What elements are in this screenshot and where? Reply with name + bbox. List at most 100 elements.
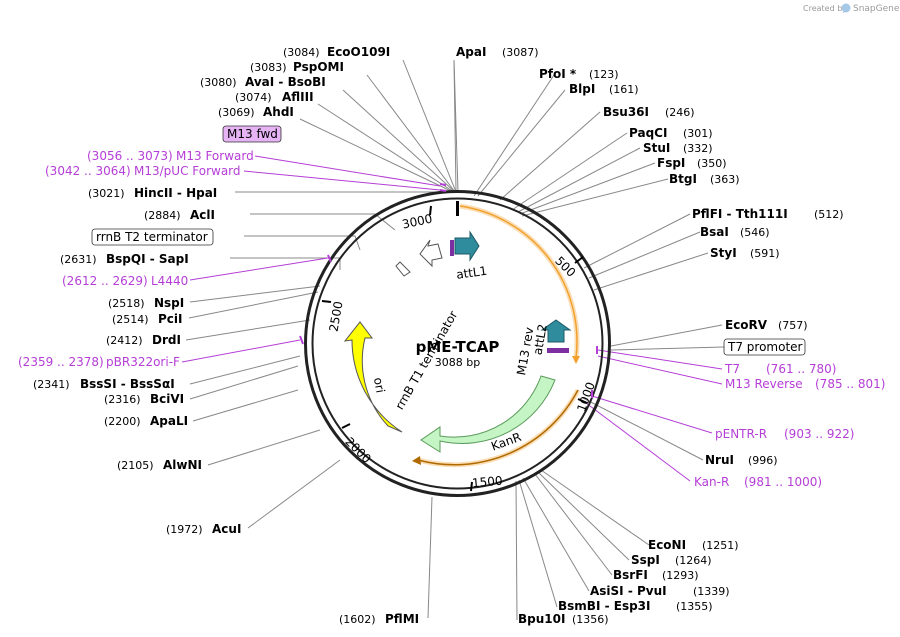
site-pos: (3069): [218, 106, 255, 119]
leader-lines: [185, 59, 725, 621]
site-pos: (546): [740, 226, 770, 239]
site-name: ApaI: [456, 45, 486, 59]
site-name: BspQI - SapI: [106, 252, 189, 266]
kanr-arrow: [420, 375, 556, 453]
site-name: NruI: [705, 453, 734, 467]
site-name: EcoNI: [648, 538, 686, 552]
site-pos: (1339): [693, 585, 730, 598]
tick-label-2000: 2000: [342, 435, 373, 466]
primer-name: T7: [724, 362, 740, 376]
site-pos: (2514): [112, 313, 149, 326]
site-name: AflIII: [282, 90, 314, 104]
attl1-primer-mark: [450, 240, 454, 256]
site-pos: (3021): [88, 187, 125, 200]
site-pos: (3083): [250, 61, 287, 74]
site-pos: (2412): [106, 334, 143, 347]
site-pos: (1293): [662, 569, 699, 582]
primer-name: M13 Reverse: [725, 377, 803, 391]
primer-range: (3056 .. 3073): [87, 149, 173, 163]
backbone-inner: [311, 197, 604, 490]
site-name: AcuI: [212, 522, 241, 536]
site-name: BtgI: [669, 172, 697, 186]
ticks: [321, 205, 588, 492]
site-pos: (123): [589, 68, 619, 81]
t7-promoter-box: [723, 338, 806, 356]
created-by-text: Created by: [803, 4, 847, 13]
site-pos: (246): [665, 106, 695, 119]
primer-range: (903 .. 922): [784, 427, 854, 441]
site-name: BsaI: [700, 225, 729, 239]
site-pos: (3087): [502, 46, 539, 59]
orf-arc-bottom-line: [417, 389, 579, 466]
site-name: EcoRV: [725, 318, 768, 332]
snapgene-logo-icon: [841, 3, 851, 13]
site-name: AclI: [190, 208, 215, 222]
site-pos: (2316): [104, 393, 141, 406]
t7-promoter-label: T7 promoter: [727, 340, 803, 354]
plasmid-length: 3088 bp: [435, 356, 480, 369]
primer-range: (981 .. 1000): [744, 475, 822, 489]
site-pos: (2518): [108, 297, 145, 310]
site-name: DrdI: [152, 333, 181, 347]
site-name: Bpu10I: [518, 612, 565, 626]
site-name: PflMI: [385, 612, 419, 626]
tick-label-1500: 1500: [471, 474, 503, 491]
ori-label: ori: [371, 376, 387, 394]
tick-label-3000: 3000: [401, 212, 434, 232]
m13-fwd-box: [222, 125, 282, 143]
primer-name: M13 Forward: [176, 149, 254, 163]
site-name: BlpI: [569, 82, 595, 96]
rrnb-t2-box: [91, 228, 214, 246]
site-name: PspOMI: [293, 60, 344, 74]
site-pos: (2884): [144, 209, 181, 222]
site-pos: (591): [750, 247, 780, 260]
site-pos: (1356): [572, 613, 609, 626]
site-name: PfoI *: [539, 67, 577, 81]
right-sites: ApaI (3087) PfoI * (123) BlpI (161) Bsu3…: [456, 45, 844, 626]
primer-range: (785 .. 801): [815, 377, 885, 391]
tick-label-2500: 2500: [327, 300, 346, 333]
m13-rev-mark: [547, 348, 569, 353]
site-pos: (161): [609, 83, 639, 96]
orf-arrowhead-top: [572, 356, 580, 364]
site-pos: (2200): [104, 415, 141, 428]
site-name: AlwNI: [163, 458, 202, 472]
site-pos: (3074): [235, 91, 272, 104]
site-name: StyI: [710, 246, 737, 260]
site-name: SspI: [631, 553, 660, 567]
site-pos: (1355): [676, 600, 713, 613]
site-name: BsrFI: [613, 568, 648, 582]
site-pos: (2631): [60, 253, 97, 266]
site-name: PciI: [158, 312, 183, 326]
site-name: AvaI - BsoBI: [245, 75, 326, 89]
primer-name: Kan-R: [694, 475, 729, 489]
site-pos: (3080): [200, 76, 237, 89]
left-sites: (3084) EcoO109I (3083) PspOMI (3080) Ava…: [33, 45, 419, 626]
site-pos: (1251): [702, 539, 739, 552]
site-name: Bsu36I: [603, 105, 649, 119]
rrnb-t2-label: rrnB T2 terminator: [96, 230, 208, 244]
attl1-label: attL1: [455, 264, 488, 282]
rrnb-t1-arrow: [395, 261, 411, 277]
site-name: AsiSI - PvuI: [590, 584, 667, 598]
primer-name: pBR322ori-F: [106, 355, 180, 369]
m13-fwd-label: M13 fwd: [227, 127, 278, 141]
primer-range: (761 .. 780): [766, 362, 836, 376]
backbone-outer: [304, 190, 611, 497]
site-pos: (350): [697, 157, 727, 170]
site-pos: (2341): [33, 378, 70, 391]
site-name: EcoO109I: [327, 45, 390, 59]
site-name: PaqCI: [629, 126, 667, 140]
site-pos: (332): [683, 142, 713, 155]
ori-arrow: [343, 321, 403, 433]
orf-arrowhead-bottom: [412, 456, 421, 465]
attl1-arrow: [454, 230, 480, 262]
site-pos: (3084): [283, 46, 320, 59]
snapgene-credit: Created by SnapGene: [803, 3, 900, 14]
site-pos: (1264): [675, 554, 712, 567]
site-name: PflFI - Tth111I: [692, 207, 788, 221]
primer-range: (3042 .. 3064): [45, 164, 131, 178]
rrnb-t2-arrow: [419, 239, 443, 268]
site-name: BciVI: [150, 392, 184, 406]
